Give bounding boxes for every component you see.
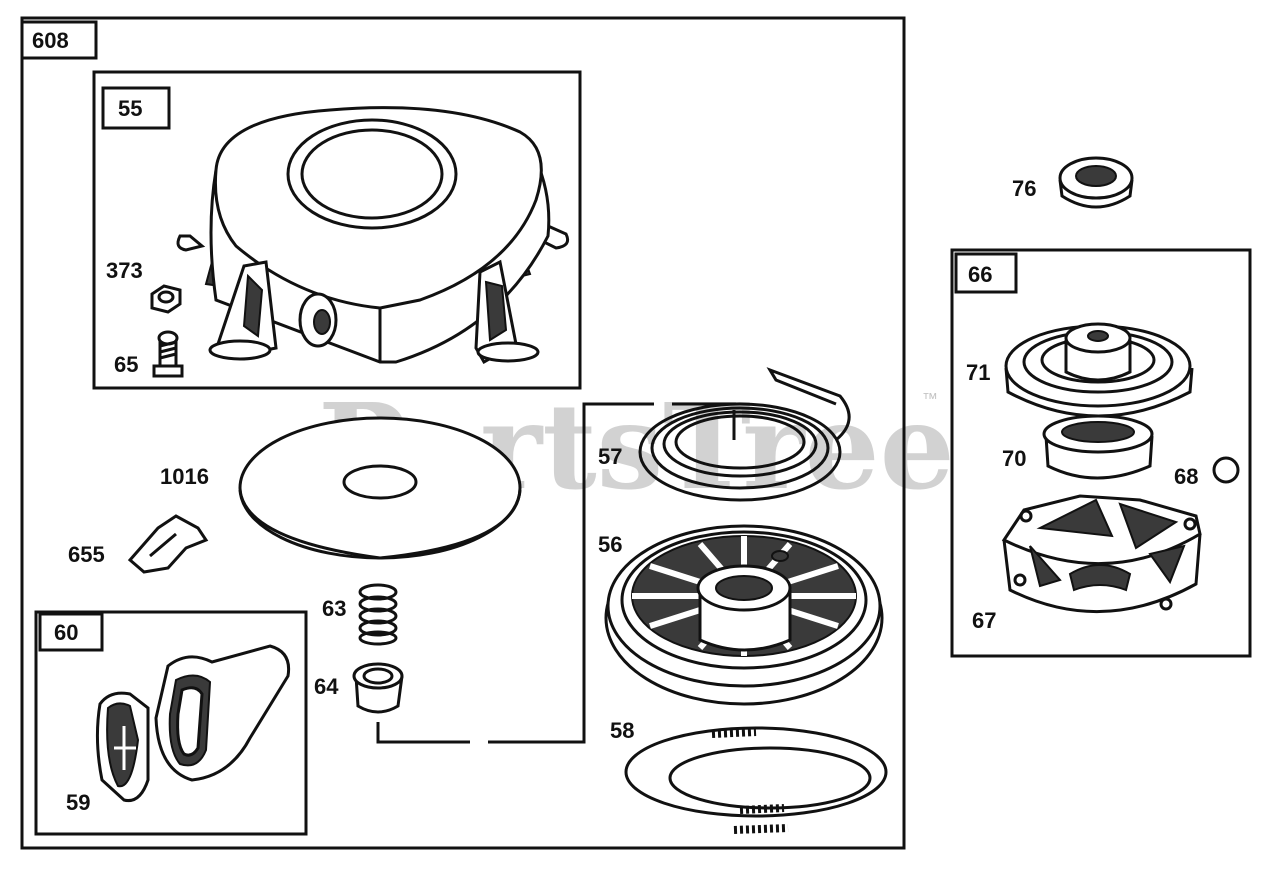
insert-59-drawing [95,691,150,803]
sub-box-number-55: 55 [118,96,142,121]
plate-1016-drawing [238,416,522,560]
callout-59: 59 [66,790,90,815]
callout-1016: 1016 [160,464,209,489]
callout-373: 373 [106,258,143,283]
callout-63: 63 [322,596,346,621]
callout-70: 70 [1002,446,1026,471]
seal-76-drawing [1058,156,1134,209]
callout-76: 76 [1012,176,1036,201]
sub-box-66: 66 [950,248,1252,658]
pulley-56-drawing [604,524,884,706]
handle-60-drawing [154,644,291,782]
watermark-trademark: ™ [922,391,938,408]
ratchet-71-drawing [1004,322,1194,418]
callout-64: 64 [314,674,339,699]
spring-63-drawing [358,583,398,646]
clutch-housing-67-drawing [1001,494,1202,614]
ball-68-drawing [1212,456,1240,484]
callout-71: 71 [966,360,990,385]
callout-655: 655 [68,542,105,567]
blower-housing-drawing [176,106,570,365]
sub-box-number-66: 66 [968,262,992,287]
sub-box-number-60: 60 [54,620,78,645]
callout-67: 67 [972,608,996,633]
callout-56: 56 [598,532,622,557]
nut-373-drawing [150,284,182,314]
clip-655-drawing [127,514,209,574]
callout-68: 68 [1174,464,1198,489]
assembly-frame-608: 608 [20,16,906,850]
assembly-number: 608 [32,28,69,53]
callout-58: 58 [610,718,634,743]
callout-65: 65 [114,352,138,377]
sub-box-55: 55 [92,70,582,390]
ratchet-cover-70-drawing [1042,414,1154,480]
rope-58-drawing [624,726,888,834]
retainer-64-drawing [352,662,404,714]
screw-65-drawing [152,330,184,378]
rewind-spring-57-drawing [638,367,851,502]
sub-box-60: 60 [34,610,308,836]
callout-57: 57 [598,444,622,469]
